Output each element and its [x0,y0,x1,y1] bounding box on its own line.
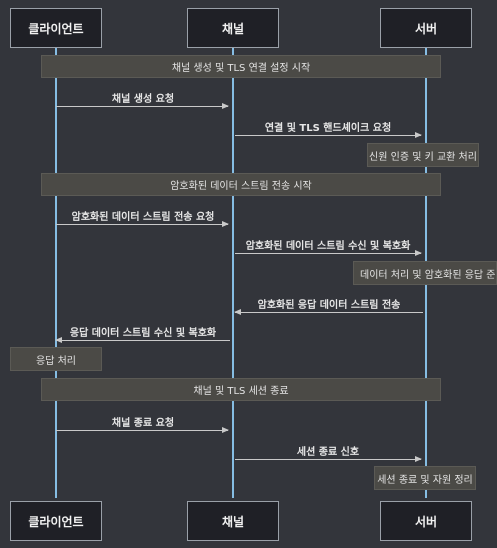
note-response: 응답 처리 [10,347,102,371]
message-channel-create: 채널 생성 요청 [111,94,175,105]
actor-channel-top[interactable]: 채널 [187,8,279,48]
message-tls-handshake: 연결 및 TLS 핸드셰이크 요청 [264,123,392,134]
arrow-response-send [234,309,423,315]
message-session-end: 세션 종료 신호 [296,447,360,458]
note-auth: 신원 인증 및 키 교환 처리 [367,143,479,167]
actor-server-top[interactable]: 서버 [380,8,472,48]
arrow-channel-close [56,427,229,433]
client-lifeline [55,46,57,498]
message-response-receive: 응답 데이터 스트림 수신 및 복호화 [69,328,217,339]
arrow-response-receive [55,337,230,343]
message-channel-close: 채널 종료 요청 [111,418,175,429]
note-cleanup: 세션 종료 및 자원 정리 [374,466,476,490]
arrow-stream-request [56,221,229,227]
actor-client-top[interactable]: 클라이언트 [10,8,102,48]
banner-encrypted-stream: 암호화된 데이터 스트림 전송 시작 [41,173,441,196]
message-response-send: 암호화된 응답 데이터 스트림 전송 [257,300,401,311]
banner-teardown: 채널 및 TLS 세션 종료 [41,378,441,401]
banner-channel-setup: 채널 생성 및 TLS 연결 설정 시작 [41,55,441,78]
arrow-tls-handshake [235,132,422,138]
channel-lifeline [232,46,234,498]
actor-client-bottom[interactable]: 클라이언트 [10,501,102,541]
arrow-stream-receive [235,250,422,256]
message-stream-request: 암호화된 데이터 스트림 전송 요청 [71,212,215,223]
note-process: 데이터 처리 및 암호화된 응답 준비 [353,261,497,285]
actor-server-bottom[interactable]: 서버 [380,501,472,541]
arrow-session-end [235,456,422,462]
actor-channel-bottom[interactable]: 채널 [187,501,279,541]
arrow-channel-create [56,103,229,109]
message-stream-receive: 암호화된 데이터 스트림 수신 및 복호화 [245,241,411,252]
